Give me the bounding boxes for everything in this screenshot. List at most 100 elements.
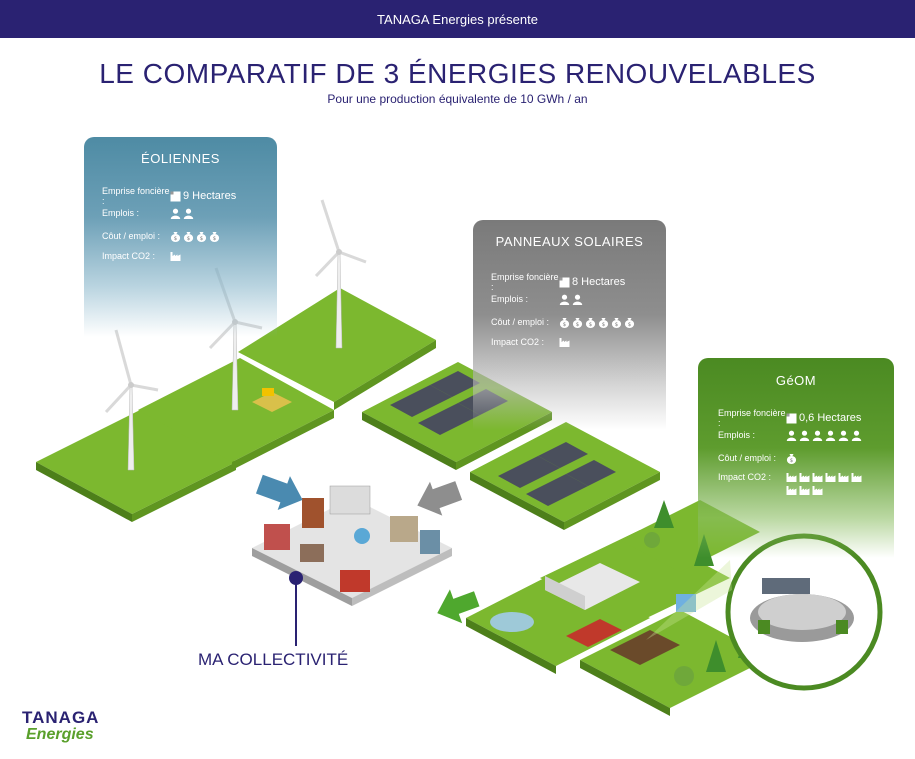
land-area-icon	[559, 277, 570, 288]
logo-energies: Energies	[26, 726, 94, 743]
money-bag-icon: $	[170, 231, 181, 242]
geom-zoom-circle	[646, 533, 883, 691]
money-bag-icon: $	[196, 231, 207, 242]
factory-icon	[799, 485, 810, 495]
factory-icon	[851, 472, 862, 482]
eoliennes-emplois-row: Emplois :	[102, 208, 194, 219]
page-title: LE COMPARATIF DE 3 ÉNERGIES RENOUVELABLE…	[99, 58, 816, 89]
eoliennes-emprise-value: 9 Hectares	[183, 190, 237, 202]
factory-icon	[786, 485, 797, 495]
geom-cout-row: Côut / emploi : $	[718, 453, 797, 464]
eoliennes-cout-row: Côut / emploi : $ $ $ $	[102, 231, 220, 242]
svg-text:$: $	[213, 236, 216, 242]
money-bag-icon: $	[209, 231, 220, 242]
svg-text:$: $	[187, 236, 190, 242]
geom-farm-field	[466, 500, 770, 716]
solaires-emplois-label: Emplois :	[491, 294, 529, 304]
solaires-emprise-value: 8 Hectares	[572, 276, 626, 288]
geom-cout-icons: $	[786, 453, 797, 464]
eoliennes-cout-label: Côut / emploi :	[102, 231, 161, 241]
svg-text:$: $	[589, 322, 592, 328]
money-bag-icon: $	[598, 317, 609, 328]
svg-text:$: $	[790, 458, 793, 464]
geom-cout-label: Côut / emploi :	[718, 453, 777, 463]
geom-emplois-label: Emplois :	[718, 430, 756, 440]
eoliennes-emplois-label: Emplois :	[102, 208, 140, 218]
person-icon	[825, 430, 836, 441]
harvester	[252, 388, 292, 412]
svg-text:$: $	[576, 322, 579, 328]
eoliennes-emplois-icons	[170, 208, 194, 219]
solaires-emprise-row: Emprise foncière : 8 Hectares	[491, 272, 625, 292]
arrow-blue	[255, 474, 303, 510]
solaires-cout-label: Côut / emploi :	[491, 317, 550, 327]
eoliennes-emprise-row: Emprise foncière : 9 Hectares	[102, 186, 236, 206]
money-bag-icon: $	[786, 453, 797, 464]
card-geom-title: GéOM	[775, 373, 817, 388]
geom-emprise-label: Emprise foncière :	[718, 408, 786, 428]
person-icon	[812, 430, 823, 441]
geom-emprise-row: Emprise foncière : 0,6 Hectares	[718, 408, 861, 428]
svg-text:$: $	[602, 322, 605, 328]
factory-icon	[838, 472, 849, 482]
factory-icon	[812, 472, 823, 482]
money-bag-icon: $	[585, 317, 596, 328]
factory-icon	[799, 472, 810, 482]
wind-turbine-1	[104, 329, 159, 471]
solaires-impact-row: Impact CO2 :	[491, 337, 570, 347]
money-bag-icon: $	[559, 317, 570, 328]
svg-text:$: $	[628, 322, 631, 328]
solaires-emprise-label: Emprise foncière :	[491, 272, 559, 292]
geom-emplois-row: Emplois :	[718, 430, 862, 441]
factory-icon	[786, 472, 797, 482]
geom-emprise-value: 0,6 Hectares	[799, 412, 862, 424]
card-eoliennes-title: ÉOLIENNES	[141, 151, 220, 166]
solaires-emplois-row: Emplois :	[491, 294, 583, 305]
person-icon	[183, 208, 194, 219]
arrow-grey	[417, 481, 463, 516]
person-icon	[572, 294, 583, 305]
geom-impact-row: Impact CO2 :	[718, 472, 862, 495]
person-icon	[559, 294, 570, 305]
solaires-impact-icons	[559, 337, 570, 347]
svg-text:$: $	[200, 236, 203, 242]
solaires-impact-label: Impact CO2 :	[491, 337, 545, 347]
land-area-icon	[170, 191, 181, 202]
money-bag-icon: $	[572, 317, 583, 328]
money-bag-icon: $	[611, 317, 622, 328]
svg-text:$: $	[615, 322, 618, 328]
collectivite-pin-dot	[289, 571, 303, 585]
card-geom: GéOM Emprise foncière : 0,6 Hectares Emp…	[698, 358, 894, 558]
solaires-cout-row: Côut / emploi : $ $ $ $ $ $	[491, 317, 635, 328]
eoliennes-cout-icons: $ $ $ $	[170, 231, 220, 242]
solaires-emplois-icons	[559, 294, 583, 305]
eoliennes-impact-row: Impact CO2 :	[102, 251, 181, 261]
factory-icon	[559, 337, 570, 347]
svg-text:$: $	[174, 236, 177, 242]
top-banner: TANAGA Energies présente	[0, 0, 915, 38]
card-eoliennes: ÉOLIENNES Emprise foncière : 9 Hectares …	[84, 137, 277, 337]
eoliennes-impact-label: Impact CO2 :	[102, 251, 156, 261]
page-subtitle: Pour une production équivalente de 10 GW…	[327, 92, 588, 106]
factory-icon	[825, 472, 836, 482]
card-panneaux-solaires: PANNEAUX SOLAIRES Emprise foncière : 8 H…	[473, 220, 666, 430]
land-area-icon	[786, 413, 797, 424]
card-solaires-title: PANNEAUX SOLAIRES	[495, 234, 644, 249]
logo-tanaga: TANAGA	[22, 708, 100, 727]
svg-text:$: $	[563, 322, 566, 328]
person-icon	[170, 208, 181, 219]
eoliennes-emprise-label: Emprise foncière :	[102, 186, 170, 206]
person-icon	[799, 430, 810, 441]
eoliennes-impact-icons	[170, 251, 181, 261]
collectivite-label: MA COLLECTIVITÉ	[198, 650, 349, 669]
geom-emplois-icons	[786, 430, 862, 441]
wind-turbine-3	[314, 199, 367, 349]
money-bag-icon: $	[183, 231, 194, 242]
arrow-green	[437, 589, 480, 624]
factory-icon	[170, 251, 181, 261]
person-icon	[851, 430, 862, 441]
solaires-cout-icons: $ $ $ $ $ $	[559, 317, 635, 328]
banner-text: TANAGA Energies présente	[377, 11, 538, 27]
person-icon	[786, 430, 797, 441]
geom-impact-label: Impact CO2 :	[718, 472, 772, 482]
